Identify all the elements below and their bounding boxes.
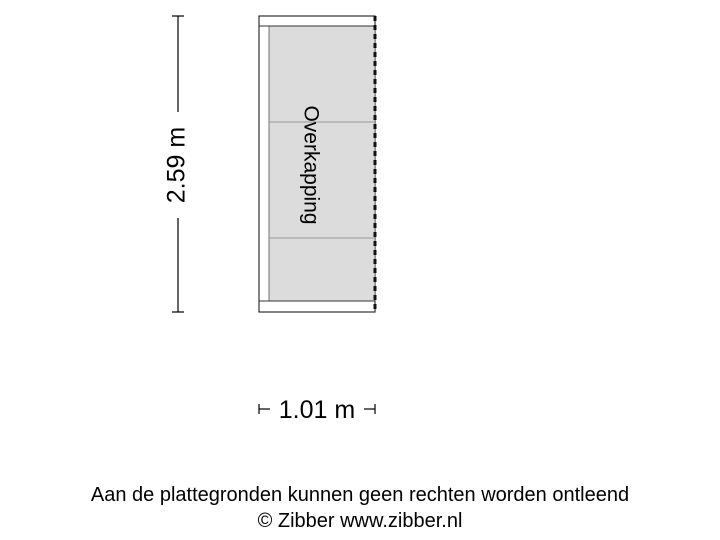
height-dimension: 2.59 m: [163, 15, 191, 313]
width-dim-label: 1.01 m: [279, 396, 355, 424]
room-overkapping: Overkapping: [258, 15, 377, 313]
room-label: Overkapping: [299, 105, 322, 224]
height-dim-label: 2.59 m: [163, 127, 191, 203]
width-dimension: 1.01 m: [258, 396, 376, 424]
room-floor: [268, 25, 376, 302]
disclaimer-text: Aan de plattegronden kunnen geen rechten…: [90, 484, 630, 506]
copyright-text: © Zibber www.zibber.nl: [257, 510, 463, 532]
